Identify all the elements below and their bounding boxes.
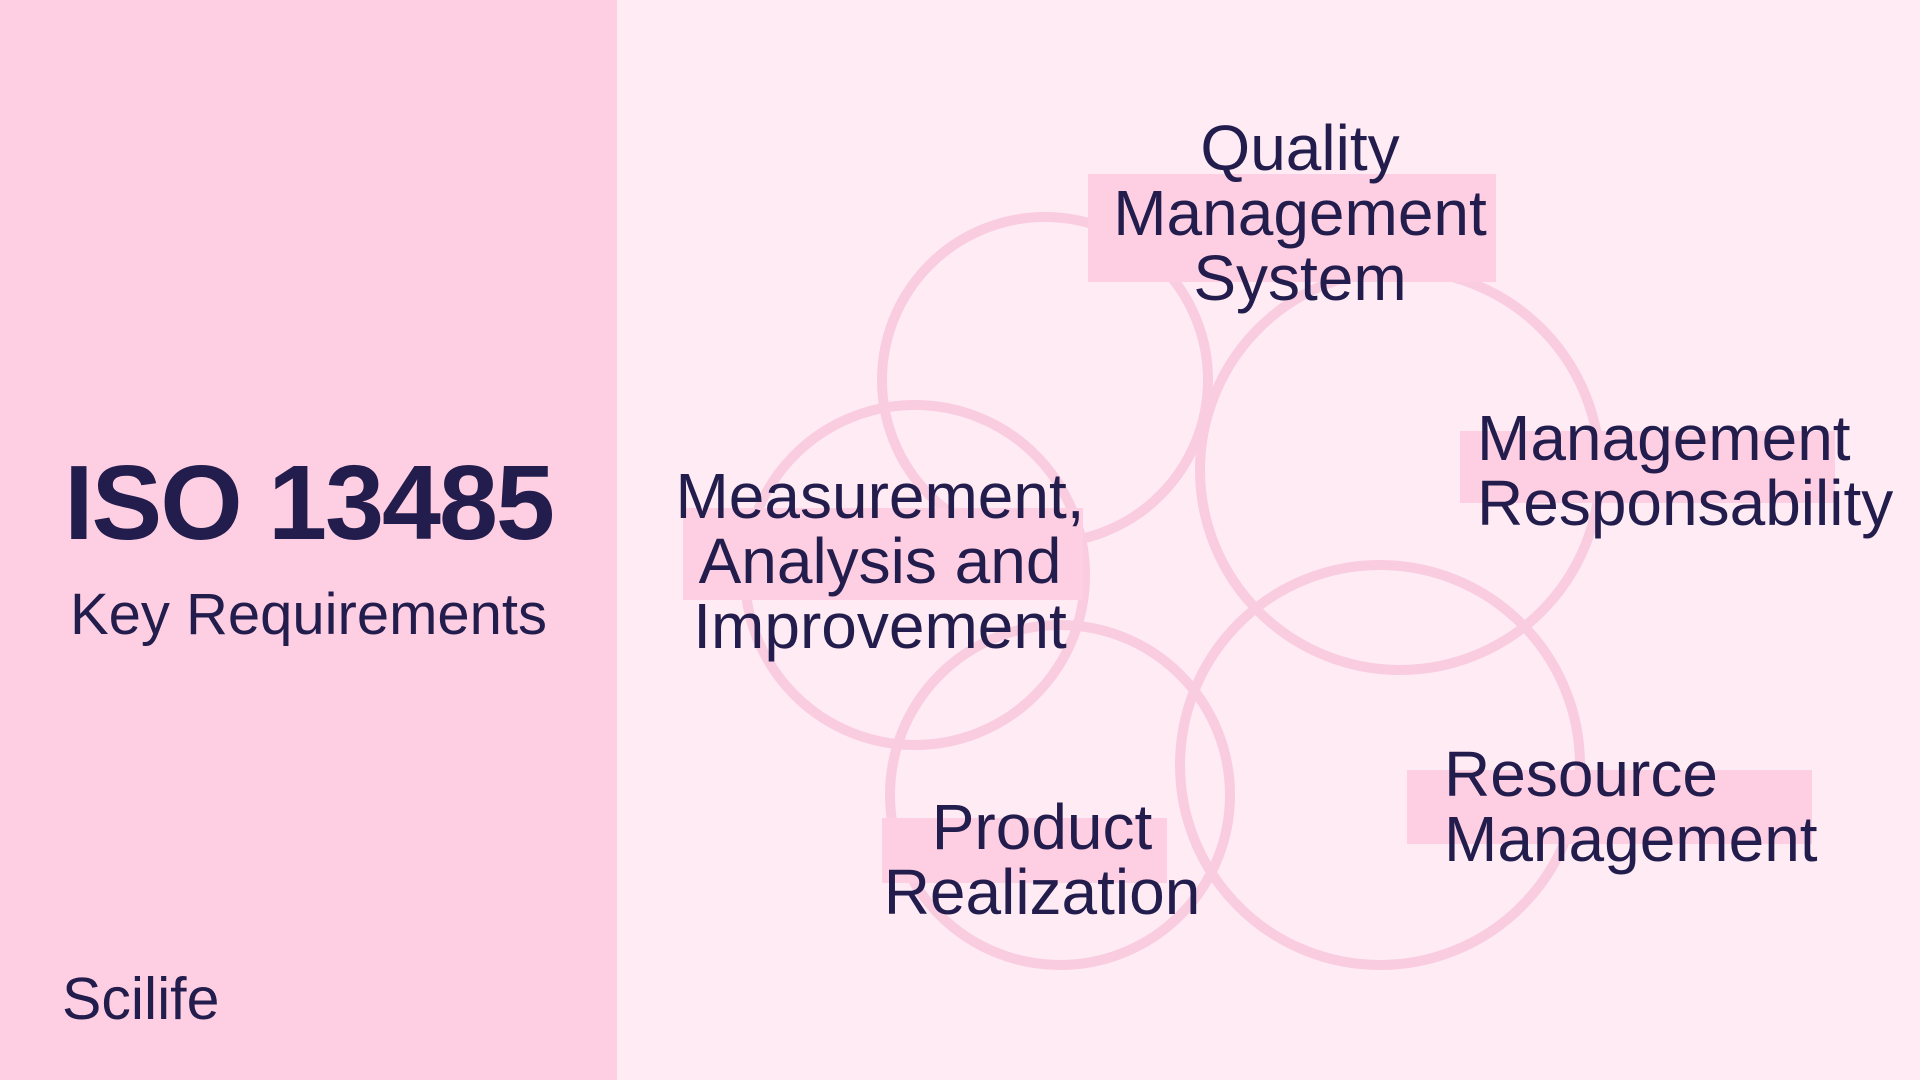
node-line: Management [1477,402,1851,474]
circle-product-realization [885,620,1235,970]
node-measurement-analysis-improvement: Measurement, Analysis and Improvement [630,464,1130,659]
highlight-resource-management [1407,770,1812,844]
highlight-quality-management-system [1088,174,1496,282]
node-line: Responsability [1477,467,1894,539]
scilife-logo: Scilife [62,966,220,1032]
node-line: Improvement [693,590,1067,662]
highlight-management-responsability [1460,431,1835,503]
node-resource-management: Resource Management [1444,742,1818,872]
page-title: ISO 13485 [64,444,555,562]
circle-resource-management [1175,560,1585,970]
node-line: System [1193,242,1407,314]
highlight-measurement-analysis-improvement [683,508,1083,600]
node-product-realization: Product Realization [792,795,1292,925]
node-line: Quality [1200,112,1400,184]
node-line: Resource [1444,738,1718,810]
node-quality-management-system: Quality Management System [1050,116,1550,311]
highlight-product-realization [882,818,1167,883]
node-line: Measurement, [675,460,1085,532]
node-line: Realization [883,856,1201,928]
title-sidebar: ISO 13485 Key Requirements Scilife [0,0,617,1080]
node-line: Analysis and [698,525,1062,597]
page-subtitle: Key Requirements [69,582,548,647]
node-line: Product [931,791,1153,863]
node-line: Management [1113,177,1487,249]
node-line: Management [1444,803,1818,875]
node-management-responsability: Management Responsability [1477,406,1893,536]
